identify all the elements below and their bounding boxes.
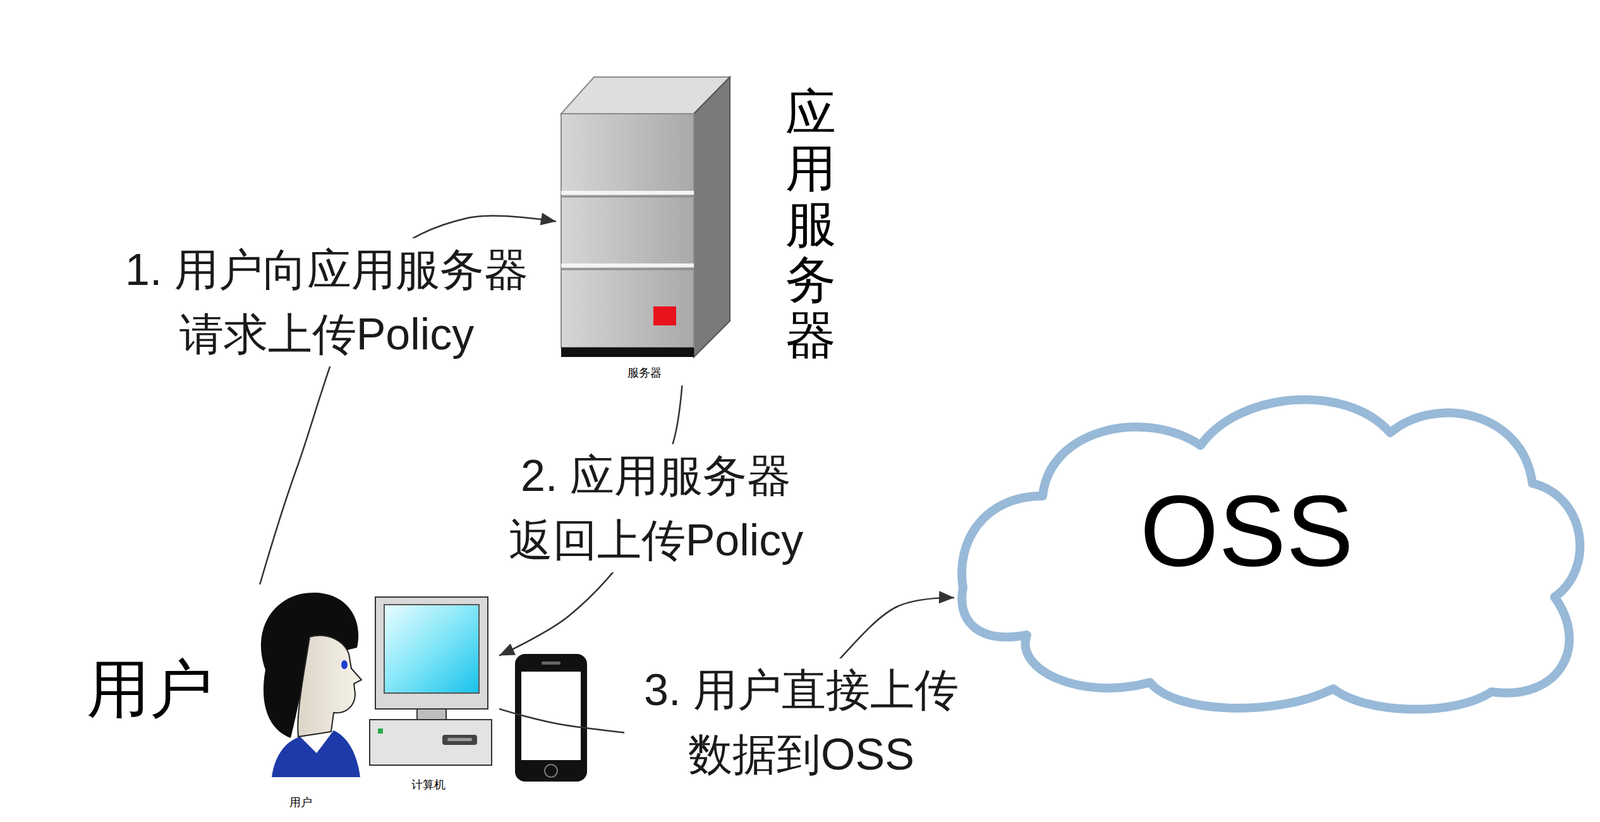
server-title: 应用服务器	[785, 85, 837, 364]
server-side	[693, 77, 730, 358]
cloud-node: OSS	[954, 379, 1594, 718]
user-face	[297, 635, 362, 737]
icon-caption: 用户	[289, 796, 313, 811]
phone-speaker	[541, 661, 561, 665]
text-holder: 用户	[289, 796, 313, 811]
text-holder: 用户	[86, 650, 213, 727]
computer-node: 计算机	[366, 590, 500, 797]
cloud-title: OSS	[1139, 480, 1354, 582]
drive-slot-inner	[447, 738, 473, 742]
server-base	[561, 347, 694, 358]
server-node: 应用服务器服务器	[556, 69, 854, 386]
drive-slot	[442, 734, 478, 746]
label-patch: 2. 应用服务器 返回上传Policy	[491, 444, 821, 573]
phone-icon	[515, 654, 588, 782]
icon-caption: 计算机	[411, 778, 446, 793]
server-bay-line	[561, 190, 694, 195]
monitor-screen	[384, 604, 479, 694]
server-bay-shadow	[561, 195, 694, 198]
server-bay-line	[561, 263, 694, 268]
step-label: 3. 用户直接上传 数据到OSS	[624, 658, 979, 787]
user-figure	[260, 592, 362, 778]
server-led	[653, 306, 677, 326]
server-bay-shadow	[561, 268, 694, 271]
phone-body	[515, 654, 588, 782]
phone-button	[544, 764, 558, 778]
computer-icon	[369, 597, 492, 766]
user-eye	[341, 660, 348, 670]
server-front	[561, 113, 694, 348]
monitor-stand	[417, 709, 447, 720]
user-node: 用户用户	[82, 584, 364, 819]
text-holder: 应用服务器	[785, 85, 837, 364]
user-body	[271, 730, 361, 778]
text-holder: OSS	[1139, 480, 1354, 582]
computer-case	[369, 719, 492, 766]
label-patch: 3. 用户直接上传 数据到OSS	[624, 658, 979, 787]
text-holder: 计算机	[411, 778, 446, 793]
cloud-shape	[961, 399, 1580, 710]
phone-screen	[521, 671, 581, 761]
icon-caption: 服务器	[627, 366, 662, 381]
step-label: 1. 用户向应用服务器 请求上传Policy	[105, 238, 548, 367]
user-title: 用户	[86, 650, 213, 727]
label-patch: 1. 用户向应用服务器 请求上传Policy	[105, 238, 548, 367]
text-holder: 服务器	[627, 366, 662, 381]
server-tower	[561, 77, 730, 358]
power-led	[377, 728, 383, 734]
step-label: 2. 应用服务器 返回上传Policy	[491, 444, 821, 573]
monitor-frame	[375, 597, 488, 710]
